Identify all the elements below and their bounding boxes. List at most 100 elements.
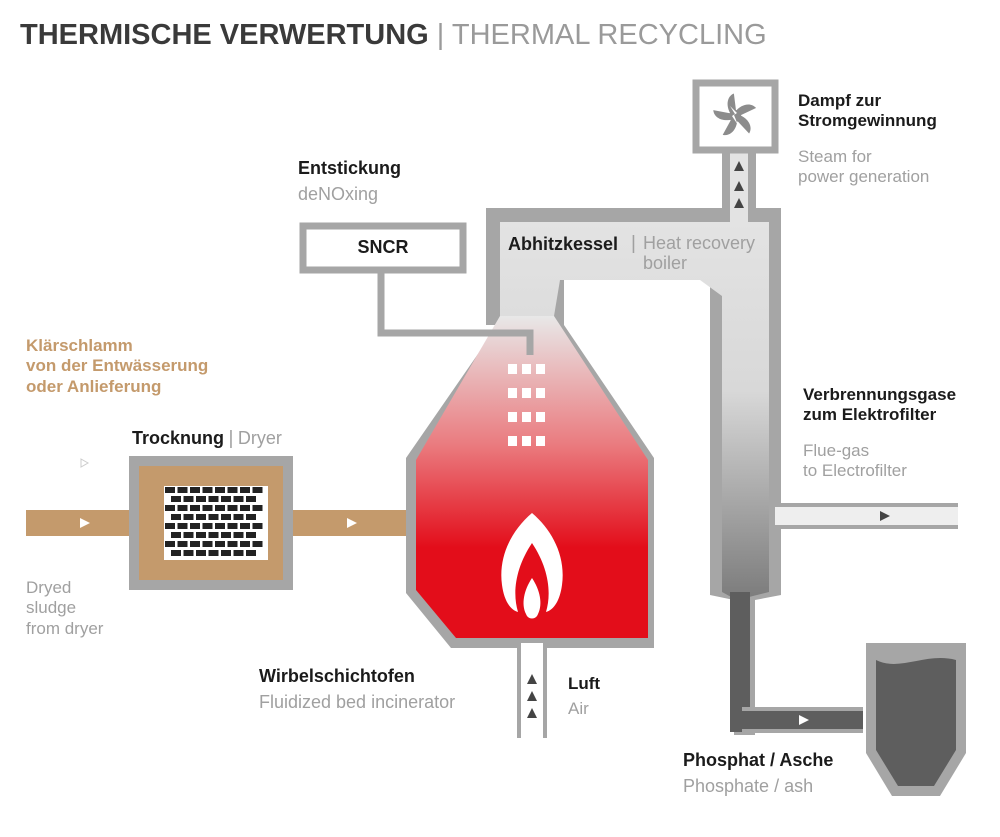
injection-dot	[536, 412, 545, 422]
dryer-brick	[227, 487, 238, 493]
label-dryer-sep: |	[228, 428, 234, 449]
dryer-brick	[233, 514, 244, 520]
dryer-brick	[196, 550, 206, 556]
label-ash-en: Phosphate / ash	[683, 776, 814, 796]
flow-arrow-icon	[880, 511, 890, 521]
flow-arrows	[80, 161, 890, 725]
label-incinerator-en: Fluidized bed incinerator	[259, 692, 456, 712]
dryer-brick	[165, 541, 175, 547]
small-arrow-icon	[80, 458, 90, 468]
flow-arrow-icon	[347, 518, 357, 528]
dryer-brick	[233, 550, 244, 556]
injection-dot	[508, 412, 517, 422]
dryer-brick	[240, 505, 250, 511]
dryer-brick	[183, 496, 194, 502]
label-denox-de: Entstickung	[298, 158, 402, 178]
dryer-brick	[196, 532, 206, 538]
air-intake	[517, 643, 547, 738]
dryer-brick	[183, 532, 194, 538]
dryer-brick	[202, 505, 213, 511]
dryer-brick	[215, 523, 225, 529]
dryer-brick	[190, 541, 200, 547]
label-boiler-sep: |	[631, 233, 636, 254]
dryer-brick	[196, 514, 206, 520]
dryer-brick	[221, 550, 231, 556]
dryer-brick	[227, 505, 238, 511]
dryer-brick	[227, 523, 238, 529]
dryer-brick	[240, 523, 250, 529]
dryer-brick	[246, 496, 256, 502]
turbine-box	[692, 79, 779, 154]
label-dryer-en: Dryer	[237, 428, 282, 448]
label-fluegas-en: Flue-gas to Electrofilter	[803, 441, 907, 481]
dryer-brick	[246, 550, 256, 556]
dryer-brick	[190, 523, 200, 529]
dryer-brick	[171, 514, 181, 520]
dryer-brick	[177, 487, 188, 493]
dryer-brick	[208, 496, 219, 502]
dryer-brick	[208, 514, 219, 520]
dryer-brick	[165, 505, 175, 511]
label-denox-en: deNOxing	[298, 184, 379, 204]
ash-container	[742, 643, 966, 796]
dryer-brick	[252, 487, 263, 493]
dryer-brick	[171, 550, 181, 556]
dryer-brick	[202, 523, 213, 529]
dryer-brick	[190, 487, 200, 493]
title-english: THERMAL RECYCLING	[451, 19, 767, 51]
injection-dot	[508, 364, 517, 374]
label-sludge-source: Klärschlamm von der Entwässerung oder An…	[26, 336, 209, 396]
dryer-brick	[246, 532, 256, 538]
injection-dot	[508, 388, 517, 398]
dryer-brick	[208, 532, 219, 538]
dryer-brick	[215, 505, 225, 511]
label-steam-de: Dampf zur Stromgewinnung	[798, 91, 937, 131]
dryer-brick	[165, 487, 175, 493]
dryer-brick	[177, 505, 188, 511]
dryer-brick	[171, 496, 181, 502]
dryer-drum	[164, 486, 268, 560]
page-title: THERMISCHE VERWERTUNG | THERMAL RECYCLIN…	[20, 18, 767, 53]
boiler-duct	[500, 222, 769, 598]
dryer-brick	[246, 514, 256, 520]
sncr-box	[299, 222, 467, 274]
flow-arrow-icon	[734, 181, 744, 191]
label-boiler-en: Heat recovery boiler	[643, 233, 756, 273]
dryer-brick	[196, 496, 206, 502]
flow-arrow-icon	[734, 161, 744, 171]
label-dryer-de: Trocknung	[132, 428, 225, 448]
label-boiler-de: Abhitzkessel	[508, 234, 619, 254]
label-ash-de: Phosphat / Asche	[683, 750, 834, 770]
dryer-brick	[233, 496, 244, 502]
flame-icon	[501, 513, 563, 619]
dryer-brick	[183, 550, 194, 556]
dryer-brick	[221, 514, 231, 520]
dryer-brick	[215, 487, 225, 493]
label-dryer: Trocknung | Dryer	[132, 428, 282, 451]
dryer-brick	[215, 541, 225, 547]
injection-dot	[508, 436, 517, 446]
dryer-brick	[177, 541, 188, 547]
flow-arrow-icon	[527, 708, 537, 718]
label-sncr: SNCR	[357, 237, 409, 257]
label-air-en: Air	[568, 699, 589, 718]
furnace-chamber	[416, 316, 648, 638]
dryer-unit	[129, 456, 293, 590]
flow-arrow-icon	[80, 518, 90, 528]
injection-dot	[522, 412, 531, 422]
sncr-pipe	[377, 272, 534, 355]
sncr-injection	[508, 364, 545, 446]
label-dried-sludge: Dryed sludge from dryer	[26, 578, 104, 638]
injection-dot	[522, 436, 531, 446]
dryer-brick	[252, 505, 263, 511]
injection-dot	[536, 388, 545, 398]
label-steam-en: Steam for power generation	[798, 147, 930, 187]
dryer-brick	[221, 496, 231, 502]
ash-downpipe	[730, 592, 750, 732]
dryer-brick	[227, 541, 238, 547]
injection-dot	[522, 388, 531, 398]
dryer-brick	[233, 532, 244, 538]
dryer-brick	[202, 487, 213, 493]
dryer-brick	[177, 523, 188, 529]
injection-dot	[536, 364, 545, 374]
